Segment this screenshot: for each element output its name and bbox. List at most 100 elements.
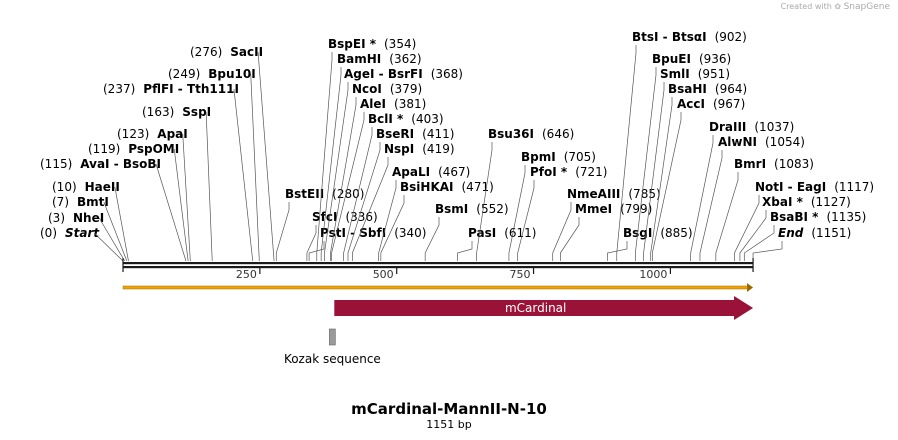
site-leader-line-25 [457,241,473,261]
site-name: XbaI * [762,195,804,209]
site-leader-line-20 [347,142,381,261]
site-leader-line-6 [182,133,191,262]
site-label-22: ApaLI (467) [392,165,470,179]
site-label-7: (163)SspI [142,105,211,119]
site-label-2: (7) BmtI [52,195,109,209]
site-name: MmeI [575,202,612,216]
site-position: (705) [564,150,596,164]
site-position: (163) [142,105,174,119]
site-label-3: (10)HaeII [52,180,120,194]
site-position: (403) [411,112,443,126]
site-name: BstEII [285,187,324,201]
site-name: SfcI [312,210,337,224]
site-name: BtsI - BtsαI [632,30,707,44]
site-position: (7) [52,195,69,209]
site-label-29: NmeAIII (785) [567,187,661,201]
site-label-36: AccI(967) [677,97,745,111]
site-leader-line-11 [275,202,290,261]
site-position: (467) [438,165,470,179]
site-leader-line-4 [155,163,187,262]
site-label-43: End (1151) [778,226,851,240]
site-leader-line-32 [616,45,637,261]
orf-arrow-shaft [122,285,750,290]
site-leader-line-18 [331,112,365,261]
site-leader-line-41 [739,210,767,261]
site-leader-line-5 [173,148,189,262]
site-name: BsaBI * [770,210,819,224]
site-label-27: BpmI(705) [521,150,596,164]
site-label-12: SfcI(336) [312,210,378,224]
site-label-25: PasI(611) [468,226,536,240]
site-label-6: (123)ApaI [117,127,188,141]
site-name: BsiHKAI [400,180,454,194]
site-leader-line-19 [343,127,373,261]
site-label-0: (0)Start [40,226,100,240]
site-name: BsaHI [668,82,707,96]
site-name: AleI [360,97,386,111]
site-position: (354) [384,37,416,51]
site-position: (785) [628,187,660,201]
map-subtitle: 1151 bp [426,418,472,431]
site-label-35: BsaHI (964) [668,82,747,96]
snapgene-watermark: Created with ✿ SnapGene [781,2,890,12]
site-position: (419) [422,142,454,156]
site-label-15: BamHI(362) [337,52,422,66]
watermark-prefix: Created with [780,2,832,11]
site-leader-line-15 [320,67,342,261]
site-name: BclI * [368,112,404,126]
site-name: NheI [73,211,104,225]
site-label-21: NspI(419) [384,142,455,156]
site-name: PflFI - Tth111I [143,82,239,96]
site-name: NmeAIII [567,187,620,201]
site-position: (276) [190,45,222,59]
axis-tick-label: 500 [373,268,394,281]
site-leader-line-38 [699,150,723,261]
site-name: End [778,226,804,240]
site-position: (902) [715,30,747,44]
site-position: (967) [713,97,745,111]
site-position: (964) [715,82,747,96]
site-position: (471) [462,180,494,194]
site-position: (340) [394,226,426,240]
site-name: DraIII [709,120,746,134]
site-leader-line-29 [552,202,572,261]
site-name: ApaLI [392,165,430,179]
site-label-11: BstEII(280) [285,187,364,201]
site-leader-line-26 [476,142,493,261]
site-label-10: (276)SacII [190,45,263,59]
site-position: (1151) [811,226,851,240]
site-label-20: BseRI(411) [376,127,454,141]
site-name: PstI - SbfI [320,226,386,240]
site-position: (249) [168,67,200,81]
site-leader-line-8 [233,88,254,262]
site-position: (0) [40,226,57,240]
site-leader-line-22 [378,180,397,261]
site-name: Bpu10I [208,67,255,81]
site-position: (381) [394,97,426,111]
backbone-bottom-strand [123,266,754,269]
site-label-34: SmlI(951) [660,67,730,81]
site-name: BmtI [77,195,109,209]
site-leader-line-33 [635,67,657,261]
site-leader-line-21 [352,157,389,261]
site-name: BseRI [376,127,414,141]
site-leader-line-3 [114,186,129,262]
site-name: NcoI [352,82,382,96]
site-position: (611) [504,226,536,240]
site-position: (1127) [811,195,851,209]
site-name: AgeI - BsrFI [344,67,423,81]
mcardinal-feature-arrow [334,296,754,320]
site-label-17: NcoI(379) [352,82,422,96]
site-position: (3) [48,211,65,225]
site-label-18: AleI (381) [360,97,426,111]
backbone-top-strand [123,262,754,265]
site-position: (1083) [774,157,814,171]
site-label-41: XbaI * (1127) [762,195,851,209]
site-name: PfoI * [530,165,568,179]
axis-tick-label: 1000 [639,268,667,281]
site-position: (368) [431,67,463,81]
site-label-14: BspEI *(354) [328,37,416,51]
site-leader-line-28 [517,180,535,261]
site-position: (1117) [834,180,874,194]
